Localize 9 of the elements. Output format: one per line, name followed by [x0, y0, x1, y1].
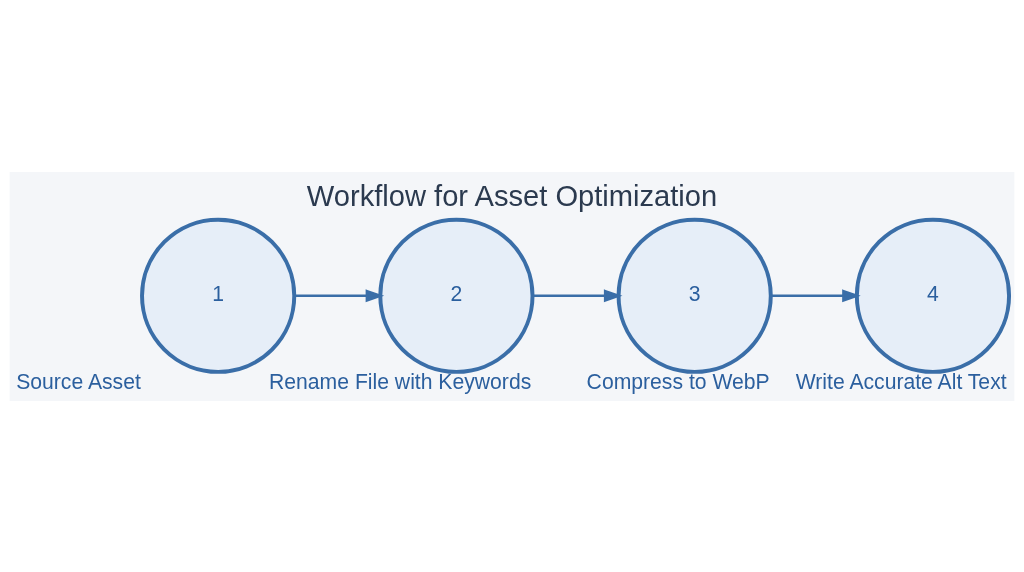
- arrow: [294, 288, 385, 302]
- node-circle: 3: [616, 217, 773, 374]
- node-circle: 4: [854, 217, 1012, 374]
- node-circle: 1: [140, 217, 297, 374]
- diagram-title: Workflow for Asset Optimization: [306, 179, 718, 212]
- arrow: [532, 288, 623, 302]
- node-label: Source Asset: [16, 369, 141, 393]
- node-circle: 2: [378, 217, 535, 374]
- arrow: [771, 288, 861, 302]
